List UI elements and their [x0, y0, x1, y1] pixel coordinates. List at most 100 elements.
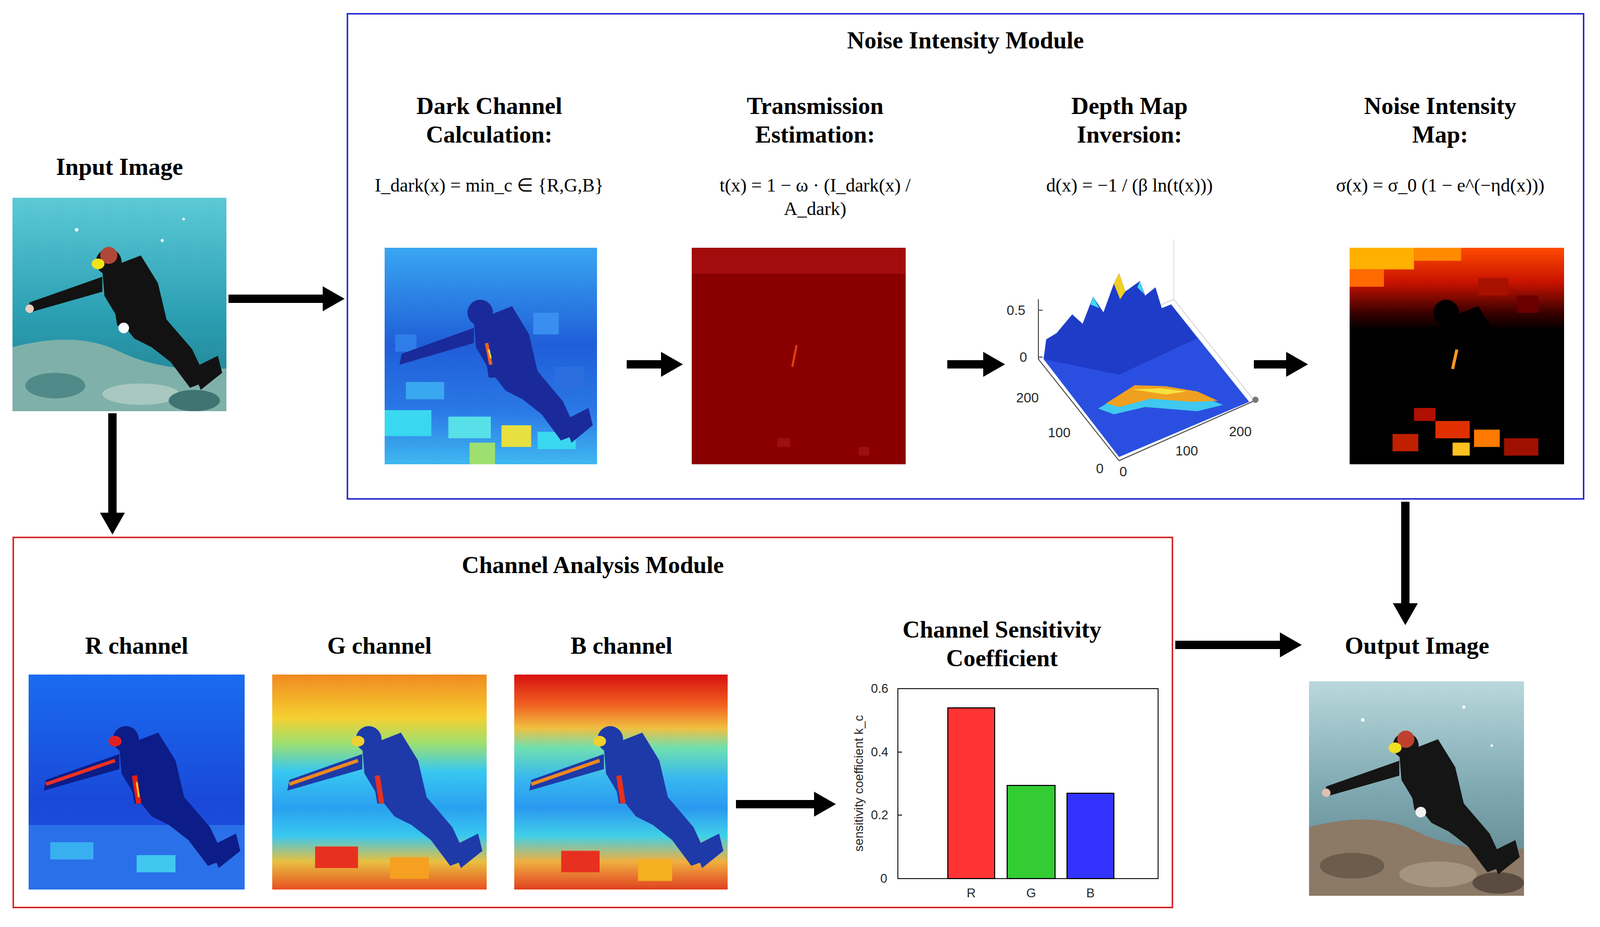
b-channel-map [618, 775, 624, 804]
b-channel-map [514, 674, 728, 890]
output-photo [1361, 718, 1365, 722]
module-box: Noise Intensity ModuleDark Channel Calcu… [346, 13, 1585, 500]
b-channel-map [561, 851, 600, 873]
input-photo [25, 304, 34, 313]
transmission-map [792, 345, 797, 367]
dark-channel-map [501, 425, 531, 448]
noise-intensity-map [1392, 434, 1418, 452]
noise-intensity-map [1435, 421, 1470, 439]
dark-channel-map [395, 334, 417, 352]
r-channel-map [28, 674, 245, 890]
axis-tick-label: 0.2 [870, 808, 888, 822]
dark-channel-map [399, 299, 593, 443]
input-photo [12, 197, 227, 412]
formula: d(x) = −1 / (β ln(t(x))) [1046, 173, 1213, 198]
noise-intensity-map [1474, 429, 1500, 447]
transmission-map [691, 247, 906, 274]
axis-title: sensitivity coefficient k_c [852, 715, 866, 852]
noise-intensity-map [1452, 349, 1457, 370]
image-panel: Input Image [12, 148, 227, 412]
input-photo [27, 248, 223, 390]
dark-channel-map [384, 247, 598, 465]
dark-channel-map [405, 382, 444, 400]
step-panel: Noise Intensity Map:σ(x) = σ_0 (1 − e^(−… [1310, 87, 1571, 473]
bar-chart [1067, 793, 1114, 879]
flow-arrow [1392, 501, 1418, 626]
input-photo [168, 389, 221, 412]
bar-chart [947, 707, 995, 879]
dark-channel-map [384, 247, 598, 465]
noise-intensity-map [1349, 247, 1565, 465]
noise-intensity-map [1504, 438, 1539, 456]
g-channel-map [289, 760, 359, 784]
output-photo [1309, 681, 1525, 896]
depth-surface-plot [1113, 273, 1126, 300]
image-panel: Output Image [1303, 627, 1531, 898]
node-heading: R channel [84, 631, 188, 660]
dark-channel-map [469, 442, 495, 465]
dark-channel-map [533, 312, 560, 335]
b-channel-map [514, 674, 728, 890]
axis-tick-label: G [1026, 886, 1037, 900]
depth-surface-plot [1173, 239, 1175, 300]
step-panel: Depth Map Inversion:d(x) = −1 / (β ln(t(… [1007, 87, 1252, 486]
g-channel-map [272, 674, 487, 890]
g-channel-map [287, 726, 483, 869]
input-photo [74, 227, 79, 232]
noise-intensity-map [1349, 247, 1565, 465]
dark-channel-map [554, 366, 584, 389]
axis-tick-label: 0.6 [870, 682, 888, 695]
axis-tick-label: 0 [1019, 350, 1027, 364]
b-channel-map [529, 726, 724, 869]
node-heading: G channel [327, 631, 433, 660]
flow-arrow [99, 413, 125, 535]
channel-panel: R channel [23, 627, 250, 896]
output-photo [1415, 806, 1427, 818]
r-channel-map [136, 782, 139, 798]
axis-tick-label: 0 [1119, 464, 1127, 479]
depth-surface-plot [1252, 396, 1259, 403]
node-heading: Dark Channel Calculation: [395, 91, 583, 149]
output-photo [1388, 742, 1402, 754]
input-photo [102, 383, 180, 405]
g-channel-map [390, 857, 429, 879]
bar-chart [897, 688, 1159, 879]
depth-surface-plot [1106, 385, 1218, 408]
flow-arrow [1253, 351, 1309, 377]
channel-panel: G channel [267, 627, 492, 896]
axis-tick-label: 200 [1228, 424, 1252, 439]
dark-channel-map [384, 247, 598, 465]
bar-chart [897, 688, 1159, 879]
dark-channel-map [488, 349, 491, 359]
dark-channel-map [448, 416, 491, 439]
depth-surface-plot [1090, 296, 1100, 309]
r-channel-map [50, 842, 94, 860]
module-box: Channel Analysis Module R channel G channe… [12, 536, 1174, 909]
node-heading: Output Image [1344, 631, 1490, 660]
output-photo [1472, 872, 1525, 894]
dark-channel-map [384, 410, 432, 437]
output-photo [1309, 681, 1525, 896]
flow-arrow [735, 791, 836, 817]
b-channel-map [638, 859, 673, 881]
flow-arrow [626, 351, 683, 377]
noise-intensity-map [1516, 295, 1539, 313]
depth-surface-plot [1038, 239, 1259, 461]
flow-arrow [228, 286, 345, 312]
axis-tick-label: 100 [1175, 443, 1198, 458]
formula: σ(x) = σ_0 (1 − e^(−ηd(x))) [1336, 173, 1545, 198]
input-photo [12, 197, 227, 412]
node-heading: Channel Sensitivity Coefficient [879, 615, 1125, 673]
axis-tick-label: 0 [880, 872, 887, 885]
input-photo [182, 218, 185, 221]
module-title: Channel Analysis Module [461, 550, 725, 580]
depth-surface-plot [1132, 388, 1187, 395]
r-channel-map [45, 760, 116, 784]
g-channel-map [314, 846, 358, 868]
bar-chart [1007, 785, 1056, 879]
noise-intensity-map [1349, 247, 1415, 270]
r-channel-map [28, 674, 245, 890]
transmission-map [858, 447, 870, 456]
axis-tick-label: B [1086, 886, 1095, 900]
